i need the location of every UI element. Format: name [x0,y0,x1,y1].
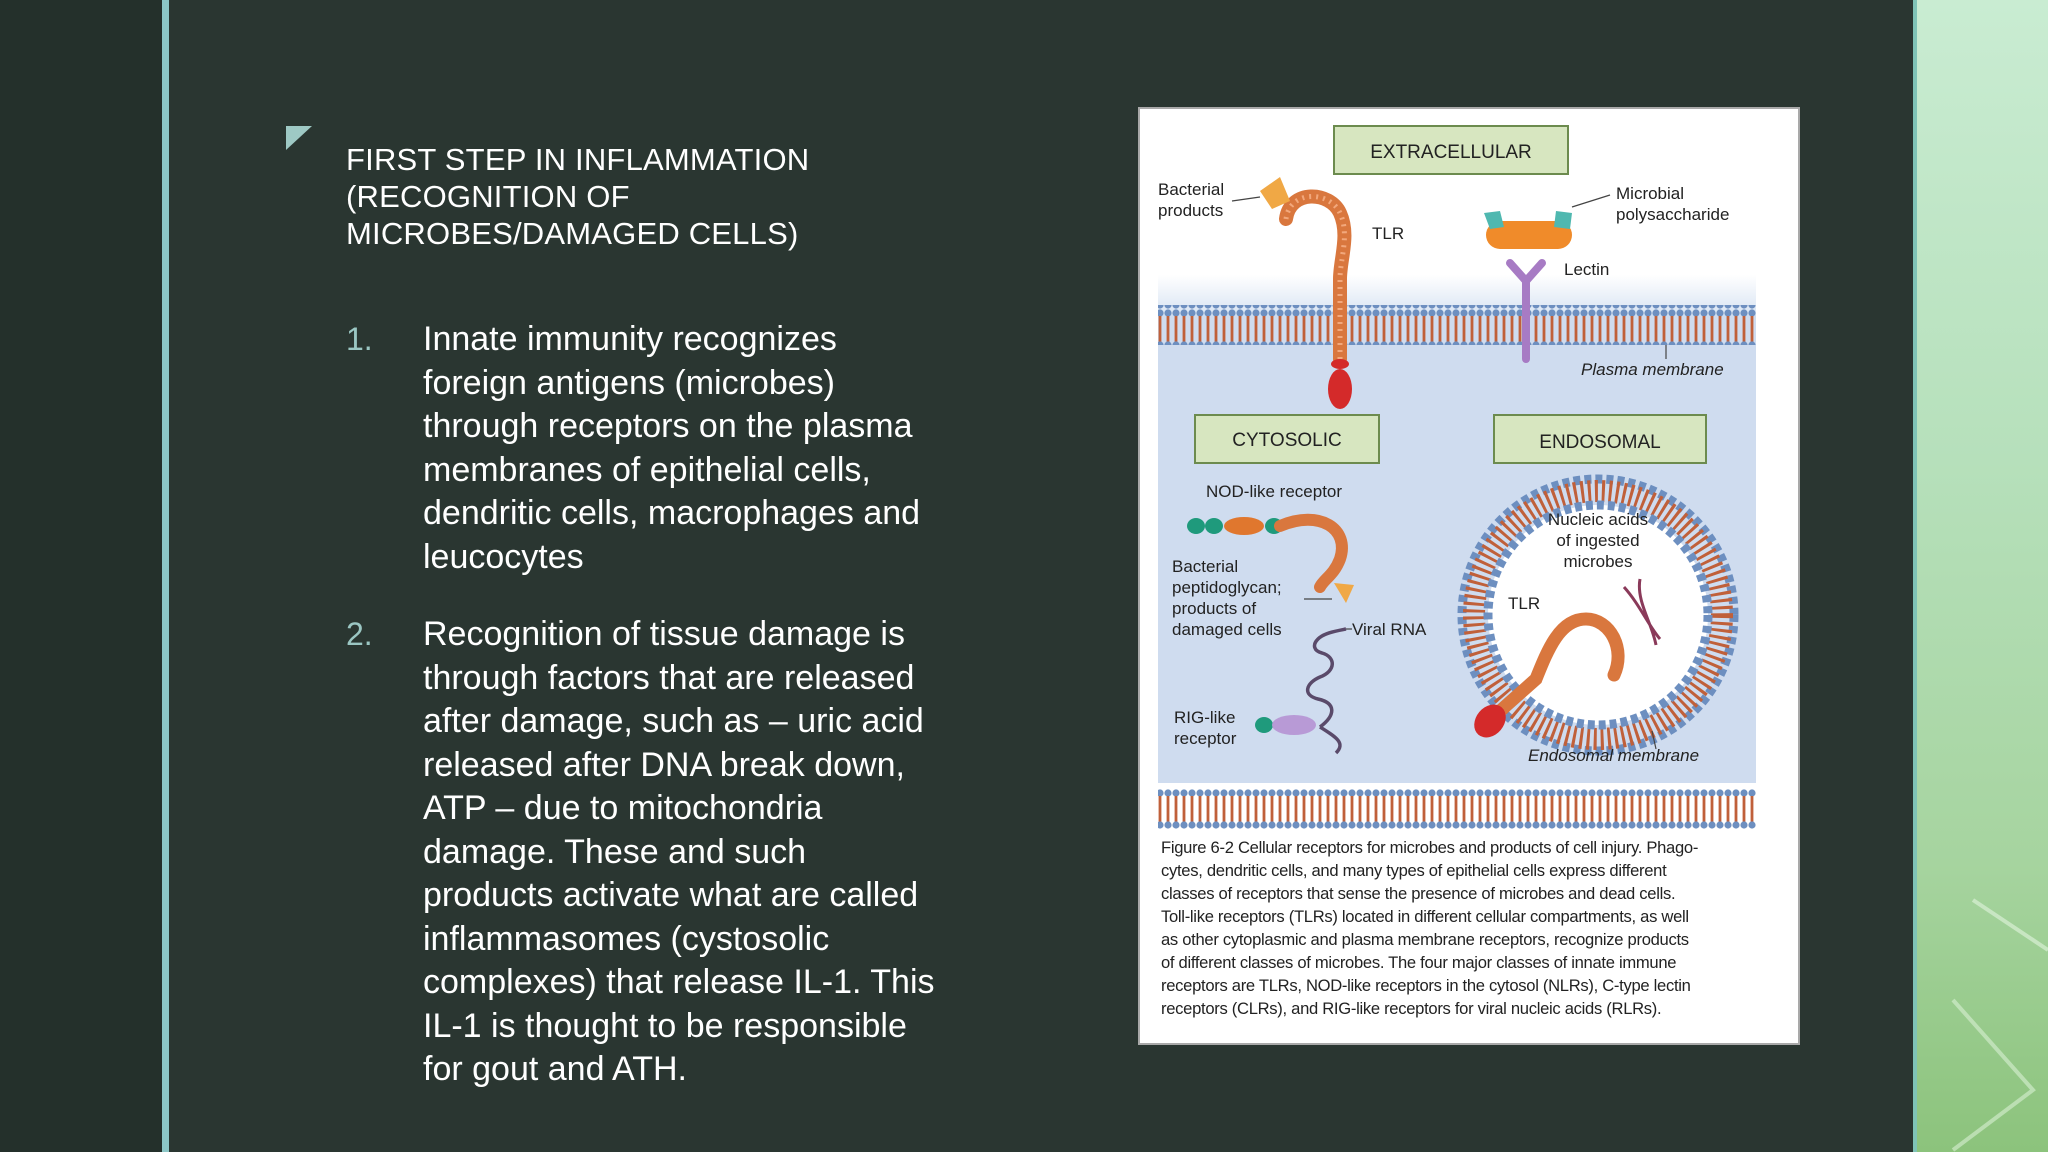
endosomal-membrane-label: Endosomal membrane [1528,746,1699,765]
left-accent-rule [162,0,169,1152]
list-text: Recognition of tissue damage is through … [423,613,935,1092]
plasma-membrane-label: Plasma membrane [1581,360,1724,379]
tlr-endo-label: TLR [1508,594,1540,613]
right-accent-rule [1913,0,1917,1152]
microbial-label: polysaccharide [1616,205,1729,224]
microbial-label: Microbial [1616,184,1684,203]
viral-rna-shape [1306,627,1347,729]
list-line: after damage, such as – uric acid [423,702,924,740]
list-line: Recognition of tissue damage is [423,615,905,653]
viral-rna-label: Viral RNA [1352,620,1427,639]
plasma-membrane [1158,305,1756,345]
bacterial-product-shape [1260,177,1290,209]
nucleic-acids-label: of ingested [1556,531,1639,550]
bacterial-peptidoglycan-label: products of [1172,599,1256,618]
figure-number: Figure 6-2 [1161,838,1234,857]
tlr-tail [1328,369,1352,409]
bacterial-peptidoglycan-label: damaged cells [1172,620,1282,639]
bacterial-peptidoglycan-label: peptidoglycan; [1172,578,1282,597]
list-line: ATP – due to mitochondria [423,789,823,827]
endosomal-label: ENDOSOMAL [1539,432,1660,453]
bottom-membrane [1158,789,1756,829]
list-line: complexes) that release IL-1. This [423,963,935,1001]
left-band [0,0,162,1152]
tlr-label: TLR [1372,224,1404,243]
nucleic-acids-label: microbes [1564,552,1633,571]
right-decor-panel [1913,0,2048,1152]
list-line: for gout and ATH. [423,1050,687,1088]
bacterial-products-label: products [1158,201,1223,220]
extracellular-box [1333,125,1569,175]
list-line: IL-1 is thought to be responsible [423,1006,907,1045]
nod-like-label: NOD-like receptor [1206,482,1342,501]
caption-line: receptors are TLRs, NOD-like receptors i… [1161,976,1691,995]
list-line: damage. These and such [423,832,807,871]
caption-line: Figure 6-2 Cellular receptors for microb… [1161,836,1761,859]
list-line: membranes of epithelial cells, [423,450,871,489]
list-number: 1. [346,321,373,357]
list-line: through factors that are released [423,658,915,697]
caption-text: Cellular receptors for microbes and prod… [1237,838,1699,857]
caption-line: classes of receptors that sense the pres… [1161,884,1676,903]
slide-heading: FIRST STEP IN INFLAMMATION (RECOGNITION … [346,141,906,252]
bullet-flag-icon [286,126,312,150]
cytosolic-label: CYTOSOLIC [1232,430,1341,451]
list-line: Innate immunity recognizes [423,320,837,358]
caption-line: receptors (CLRs), and RIG-like receptors… [1161,999,1662,1018]
list-line: inflammasomes (cystosolic [423,919,830,958]
chevron-decor-icon [1951,898,2048,1152]
caption-line: Toll-like receptors (TLRs) located in di… [1161,907,1689,926]
endosome-outer [1457,474,1739,756]
receptor-diagram: EXTRACELLULAR Bacterial products TLR Mic… [1158,125,1756,829]
list-text: Innate immunity recognizes foreign antig… [423,318,920,579]
list-line: leucocytes [423,537,584,576]
nucleic-acids-label: Nucleic acids [1548,510,1648,529]
caption-line: as other cytoplasmic and plasma membrane… [1161,930,1689,949]
cytosolic-box [1194,414,1380,464]
heading-line: (RECOGNITION OF [346,179,630,214]
list-line: released after DNA break down, [423,745,905,784]
nod-receptor-shape [1274,513,1348,593]
rig-receptor-shape [1272,715,1316,735]
rig-like-label: receptor [1174,729,1237,748]
list-number: 2. [346,616,373,652]
bacterial-products-label: Bacterial [1158,180,1224,199]
receptor-figure: EXTRACELLULAR Bacterial products TLR Mic… [1138,107,1800,1045]
microbial-polysaccharide-shape [1486,221,1572,249]
caption-line: cytes, dendritic cells, and many types o… [1161,861,1667,880]
extracellular-label: EXTRACELLULAR [1370,142,1532,163]
caption-line: of different classes of microbes. The fo… [1161,953,1677,972]
list-line: through receptors on the plasma [423,407,913,445]
lectin-label: Lectin [1564,260,1609,279]
tlr-endo-receptor-shape [1493,612,1625,718]
bacterial-peptidoglycan-label: Bacterial [1172,557,1238,576]
rig-like-label: RIG-like [1174,708,1235,727]
list-line: dendritic cells, macrophages and [423,494,921,532]
endosomal-box [1493,414,1707,464]
list-line: foreign antigens (microbes) [423,363,835,402]
list-line: products activate what are called [423,876,919,914]
heading-line: FIRST STEP IN INFLAMMATION [346,142,810,177]
heading-line: MICROBES/DAMAGED CELLS) [346,216,799,251]
figure-caption: Figure 6-2 Cellular receptors for microb… [1161,836,1761,1020]
nucleic-acid-helix [1622,578,1662,646]
